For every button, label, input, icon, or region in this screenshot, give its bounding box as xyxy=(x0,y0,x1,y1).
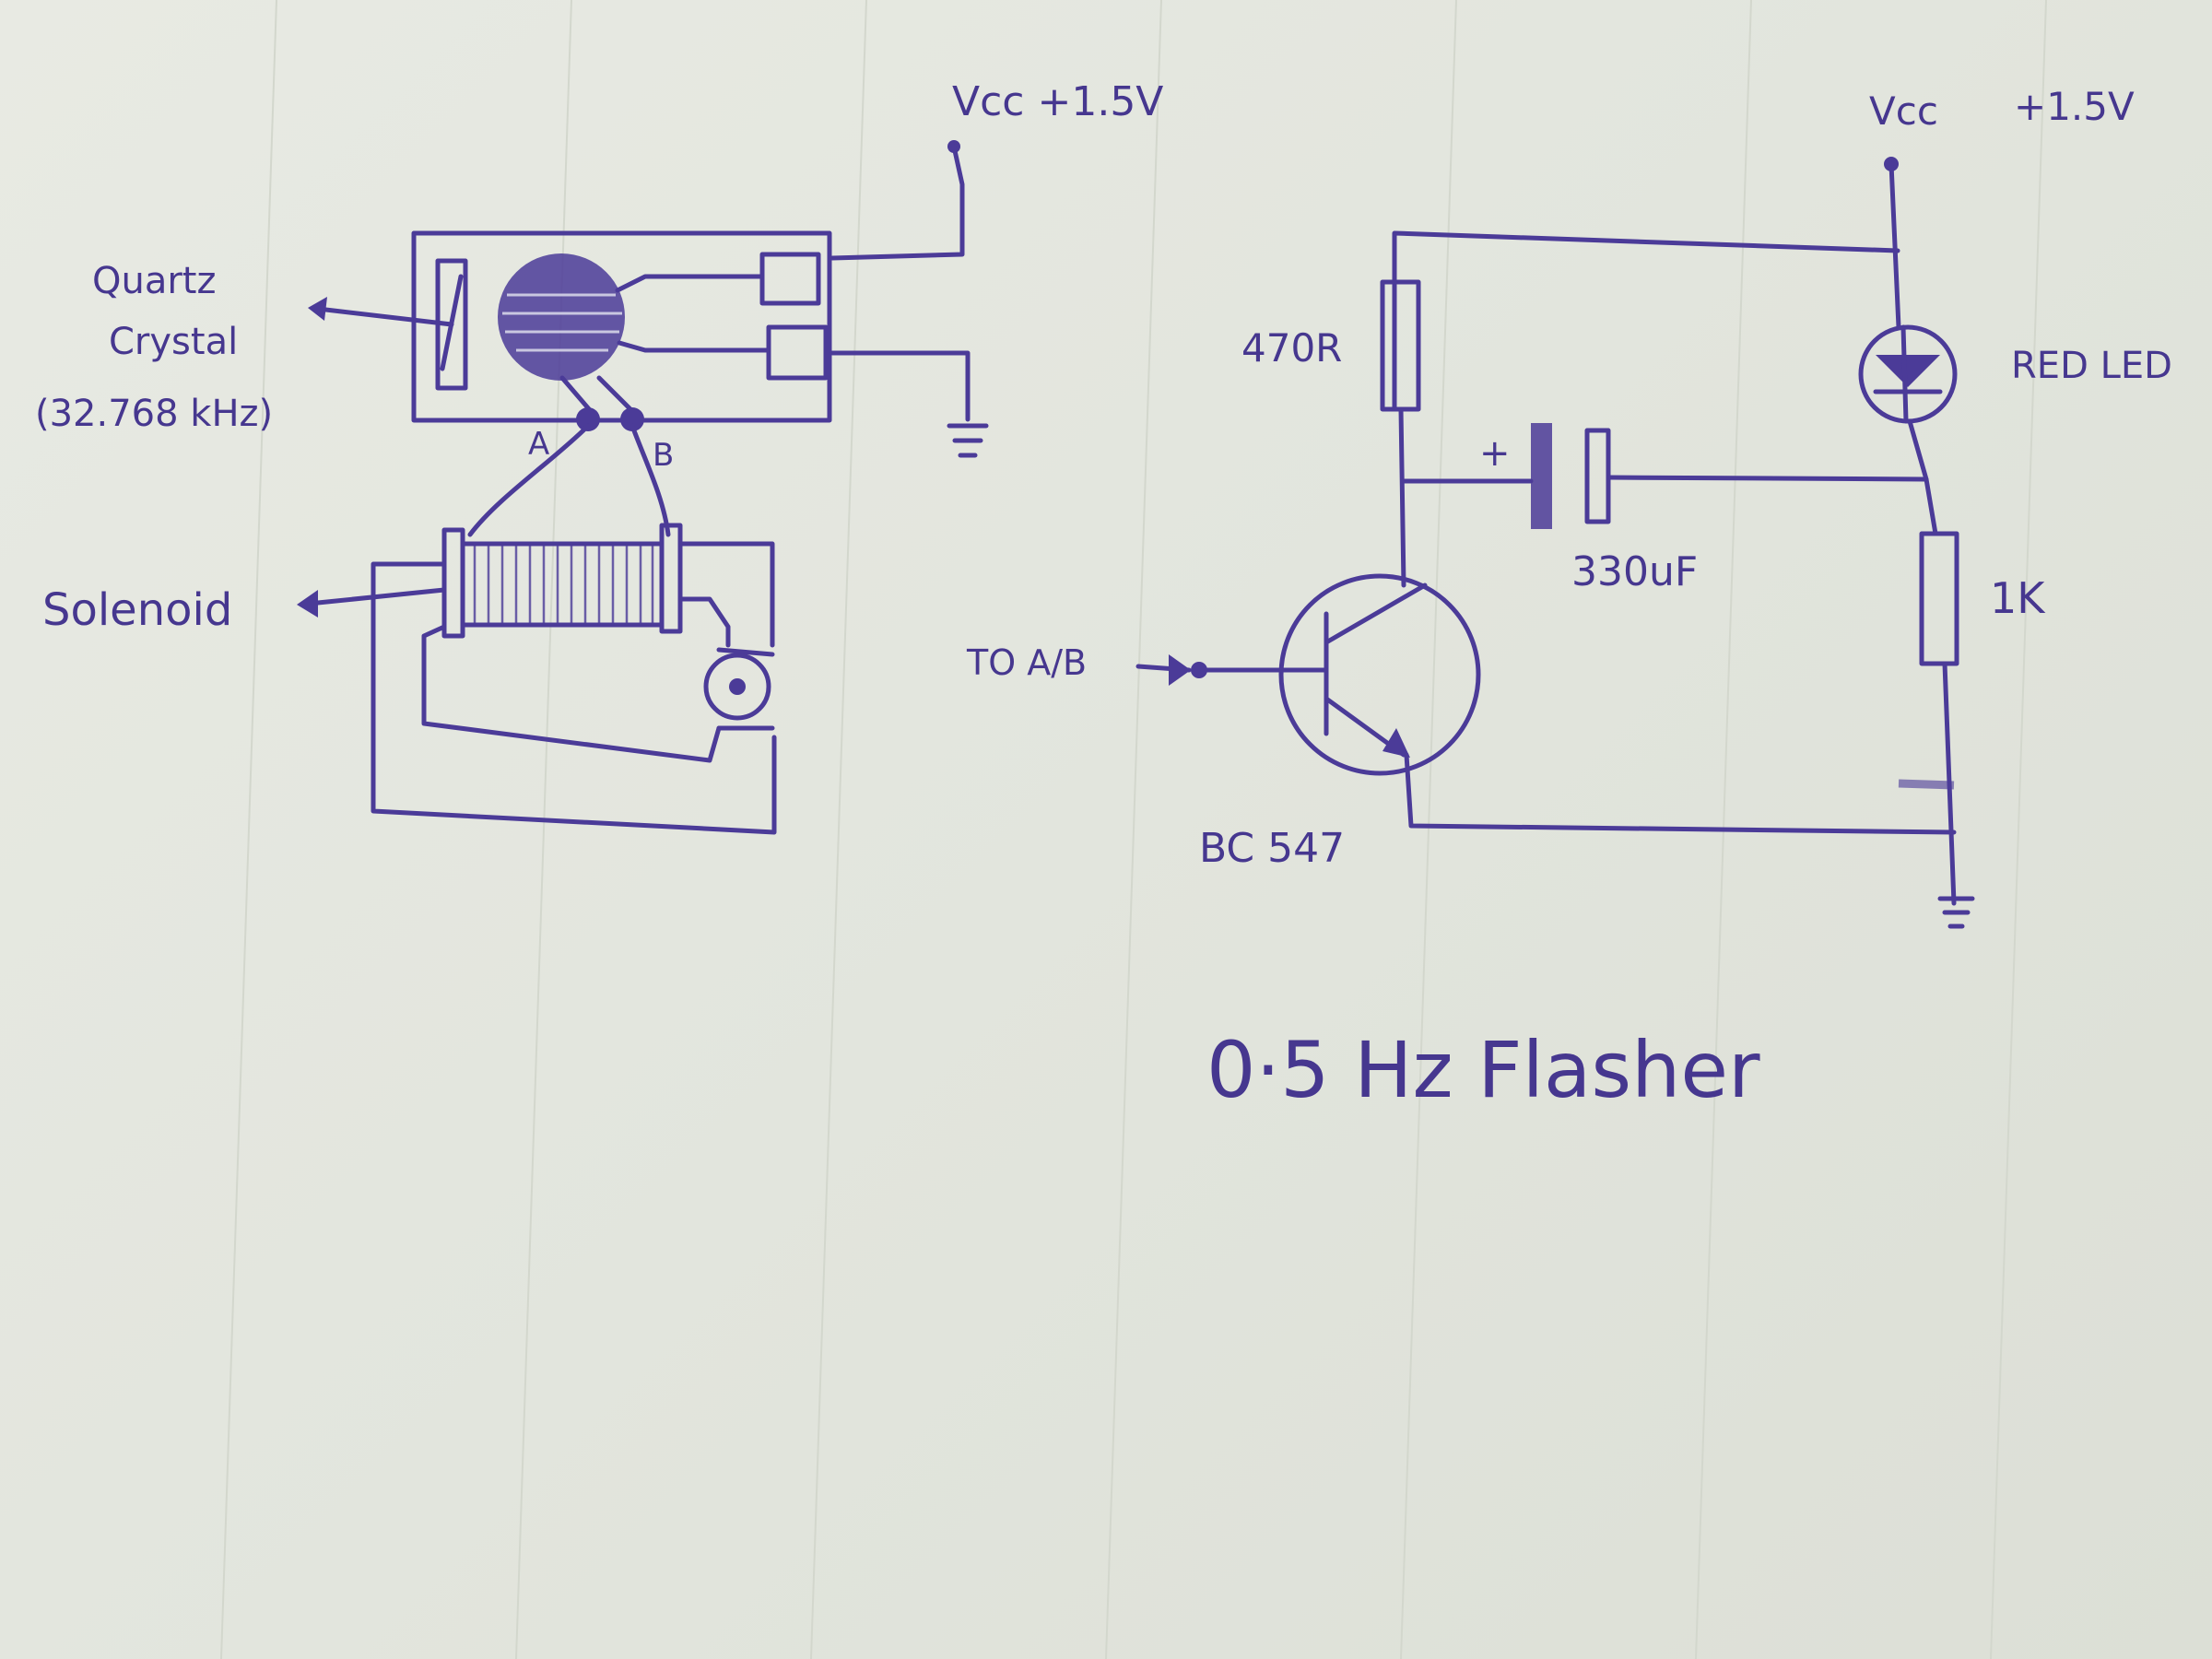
crystal-label-2: Crystal xyxy=(109,321,238,363)
collector-wire xyxy=(1398,406,1406,588)
led-label: RED LED xyxy=(2011,345,2172,387)
contact-pad-top xyxy=(759,252,821,306)
watch-movement-module xyxy=(411,230,832,431)
solenoid-assembly xyxy=(371,423,777,835)
base-input-node xyxy=(1191,662,1207,678)
emitter-ground-wire xyxy=(1404,752,1957,835)
diagram-title: 0·5 Hz Flasher xyxy=(1206,1025,1760,1115)
ic-blob xyxy=(498,253,625,381)
ground-icon xyxy=(1937,896,1975,929)
vcc-top-wire xyxy=(1392,230,1900,412)
solenoid-coil xyxy=(460,541,665,628)
resistor-470r-label: 470R xyxy=(1241,325,1342,371)
vcc-label-left: Vcc +1.5V xyxy=(952,78,1163,125)
resistor-1k-label: 1K xyxy=(1990,573,2046,623)
pad-b-label: B xyxy=(653,437,674,474)
led-resistor-wire xyxy=(1907,418,1938,536)
pad-a-label: A xyxy=(528,426,549,463)
bell-wheel xyxy=(703,653,771,721)
contact-pad-bottom xyxy=(766,324,829,381)
ground-wire-left xyxy=(830,350,971,422)
resistor-470r xyxy=(1380,279,1421,412)
solenoid-pointer xyxy=(306,587,447,606)
capacitor-polarity: + xyxy=(1479,432,1511,475)
led-icon xyxy=(1858,324,1958,424)
crystal-label-1: Quartz xyxy=(92,260,216,302)
transistor-label: BC 547 xyxy=(1199,825,1345,872)
vcc-value-right: +1.5V xyxy=(2014,84,2135,129)
cap-right-wire xyxy=(1606,475,1929,482)
resistor-1k xyxy=(1919,531,1959,666)
transistor-bc547 xyxy=(1278,573,1481,776)
arrow-icon xyxy=(297,590,318,618)
ground-icon xyxy=(947,423,989,458)
vcc-led-wire xyxy=(1888,161,1901,330)
terminal-b xyxy=(620,407,644,431)
crystal-label-3: (32.768 kHz) xyxy=(35,393,273,435)
vcc-label-right: Vcc xyxy=(1869,88,1938,134)
capacitor-label: 330uF xyxy=(1571,548,1698,595)
input-label: TO A/B xyxy=(966,642,1087,683)
capacitor-positive-plate xyxy=(1531,423,1552,529)
crystal-pointer xyxy=(315,306,454,327)
arrow-icon xyxy=(1169,654,1191,686)
terminal-a xyxy=(576,407,600,431)
vcc-wire-left xyxy=(830,144,965,261)
arrow-icon xyxy=(308,297,327,321)
capacitor-negative-plate xyxy=(1584,428,1611,524)
solenoid-label: Solenoid xyxy=(42,584,232,636)
